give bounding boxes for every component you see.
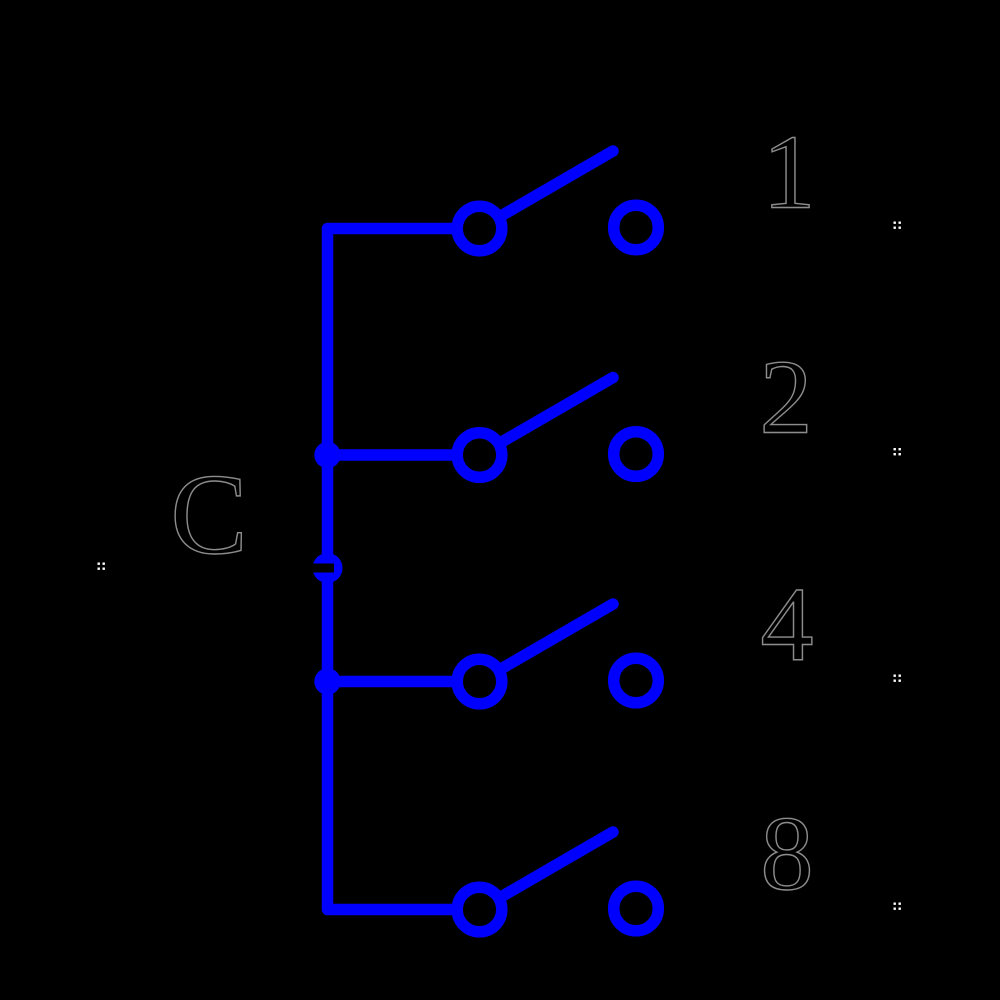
output-contact-ring	[607, 880, 665, 937]
common-terminal-label: C	[170, 451, 247, 579]
output-contact-ring	[607, 652, 665, 709]
switch-lever-open	[497, 826, 619, 902]
pivot-contact-ring	[451, 881, 508, 938]
terminal-marker-common	[97, 562, 105, 570]
common-bus-wire	[321, 222, 452, 916]
pivot-contact-ring	[451, 653, 508, 710]
common-lead-black-overlay	[112, 563, 334, 573]
terminal-marker-8	[893, 902, 901, 910]
switch-lever-open	[497, 371, 619, 447]
pivot-contact-ring	[451, 426, 508, 484]
junction-dot	[314, 441, 341, 469]
switch-label-2: 2	[760, 339, 813, 456]
switch-label-8: 8	[761, 795, 814, 912]
switch-row-1	[451, 145, 665, 257]
switch-row-2	[451, 371, 665, 484]
switch-lever-open	[497, 598, 619, 674]
output-contact-ring	[607, 199, 665, 256]
switch-row-4	[451, 826, 665, 938]
pivot-contact-ring	[451, 200, 508, 257]
switch-lever-open	[497, 145, 619, 221]
switch-label-1: 1	[763, 114, 816, 231]
terminal-marker-2	[893, 448, 901, 456]
terminal-marker-1	[893, 221, 901, 229]
terminal-marker-4	[893, 674, 901, 682]
switch-label-4: 4	[761, 566, 814, 683]
junction-dot	[314, 668, 341, 695]
output-contact-ring	[607, 425, 665, 483]
switch-row-3	[451, 598, 665, 710]
